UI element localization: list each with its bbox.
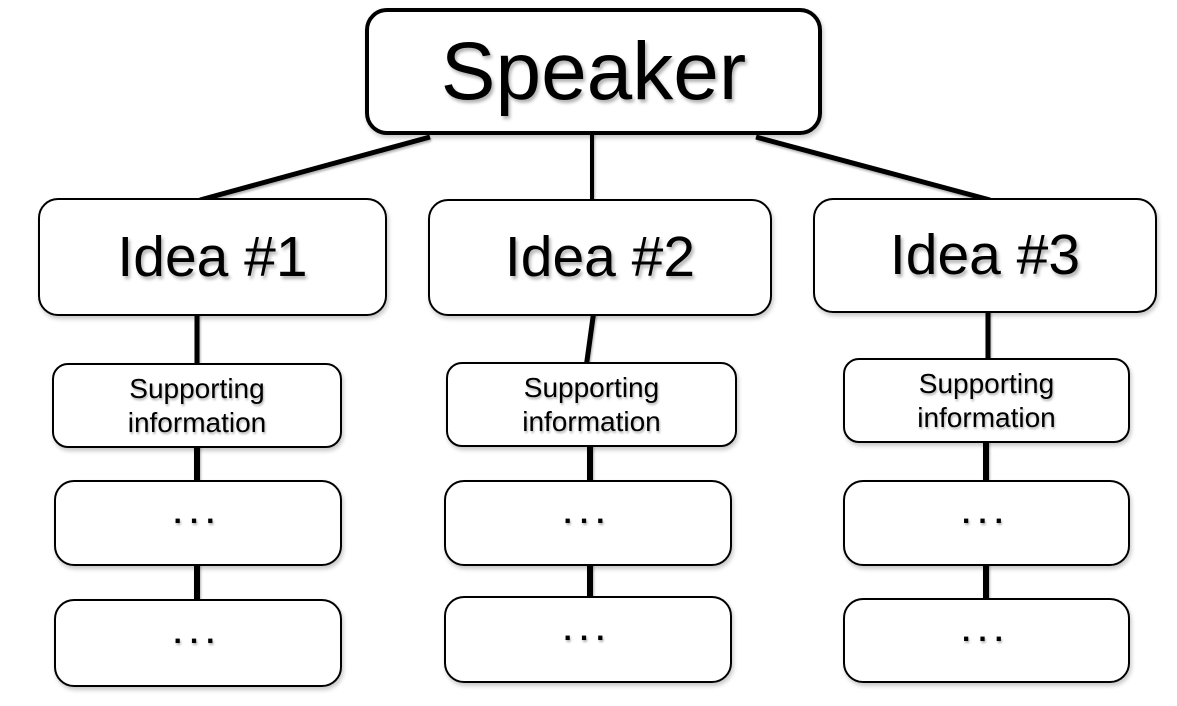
supporting-info-3-label: Supporting information bbox=[917, 367, 1056, 433]
ellipsis-3b-label: ... bbox=[961, 614, 1011, 648]
ellipsis-1a-label: ... bbox=[173, 497, 223, 530]
ellipsis-3a-node: ... bbox=[843, 480, 1130, 566]
connector-idea2-supporting2 bbox=[583, 309, 597, 369]
idea-2-node: Idea #2 bbox=[428, 199, 772, 316]
idea-2-label: Idea #2 bbox=[504, 225, 696, 289]
connector-speaker-idea3 bbox=[755, 134, 991, 203]
ellipsis-2b-node: ... bbox=[444, 596, 732, 683]
ellipsis-1b-label: ... bbox=[173, 617, 223, 650]
supporting-info-1-label: Supporting information bbox=[127, 372, 267, 438]
ellipsis-2a-node: ... bbox=[444, 480, 732, 566]
ellipsis-2a-label: ... bbox=[563, 497, 613, 530]
supporting-info-2-node: Supporting information bbox=[446, 362, 737, 447]
ellipsis-2b-label: ... bbox=[563, 613, 613, 647]
supporting-info-3-node: Supporting information bbox=[843, 358, 1130, 443]
ellipsis-1b-node: ... bbox=[54, 599, 342, 687]
connector-speaker-idea1 bbox=[199, 134, 431, 203]
supporting-info-2-label: Supporting information bbox=[522, 371, 661, 437]
idea-3-node: Idea #3 bbox=[813, 198, 1157, 313]
speaker-label: Speaker bbox=[440, 25, 747, 117]
ellipsis-3b-node: ... bbox=[843, 598, 1130, 683]
ellipsis-1a-node: ... bbox=[54, 480, 342, 566]
ellipsis-3a-label: ... bbox=[961, 497, 1011, 530]
supporting-info-1-node: Supporting information bbox=[52, 363, 342, 448]
idea-1-node: Idea #1 bbox=[38, 198, 387, 316]
speaker-node: Speaker bbox=[365, 8, 822, 135]
idea-3-label: Idea #3 bbox=[889, 223, 1081, 287]
idea-1-label: Idea #1 bbox=[117, 224, 308, 289]
